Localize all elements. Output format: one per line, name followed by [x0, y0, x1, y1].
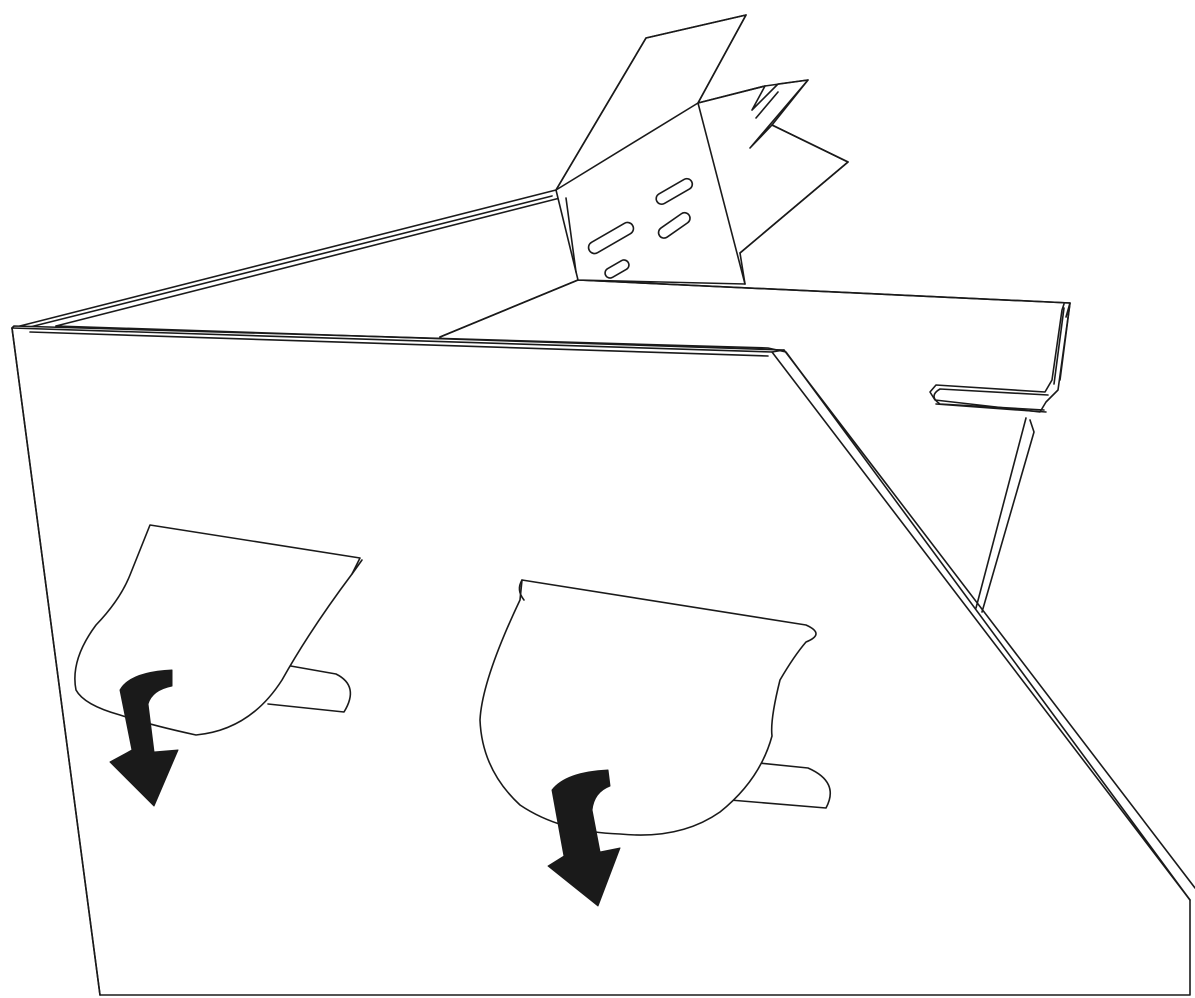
- bracket-piece: [556, 15, 848, 284]
- right-side-panel: [976, 418, 1034, 612]
- back-left-panel: [12, 190, 560, 328]
